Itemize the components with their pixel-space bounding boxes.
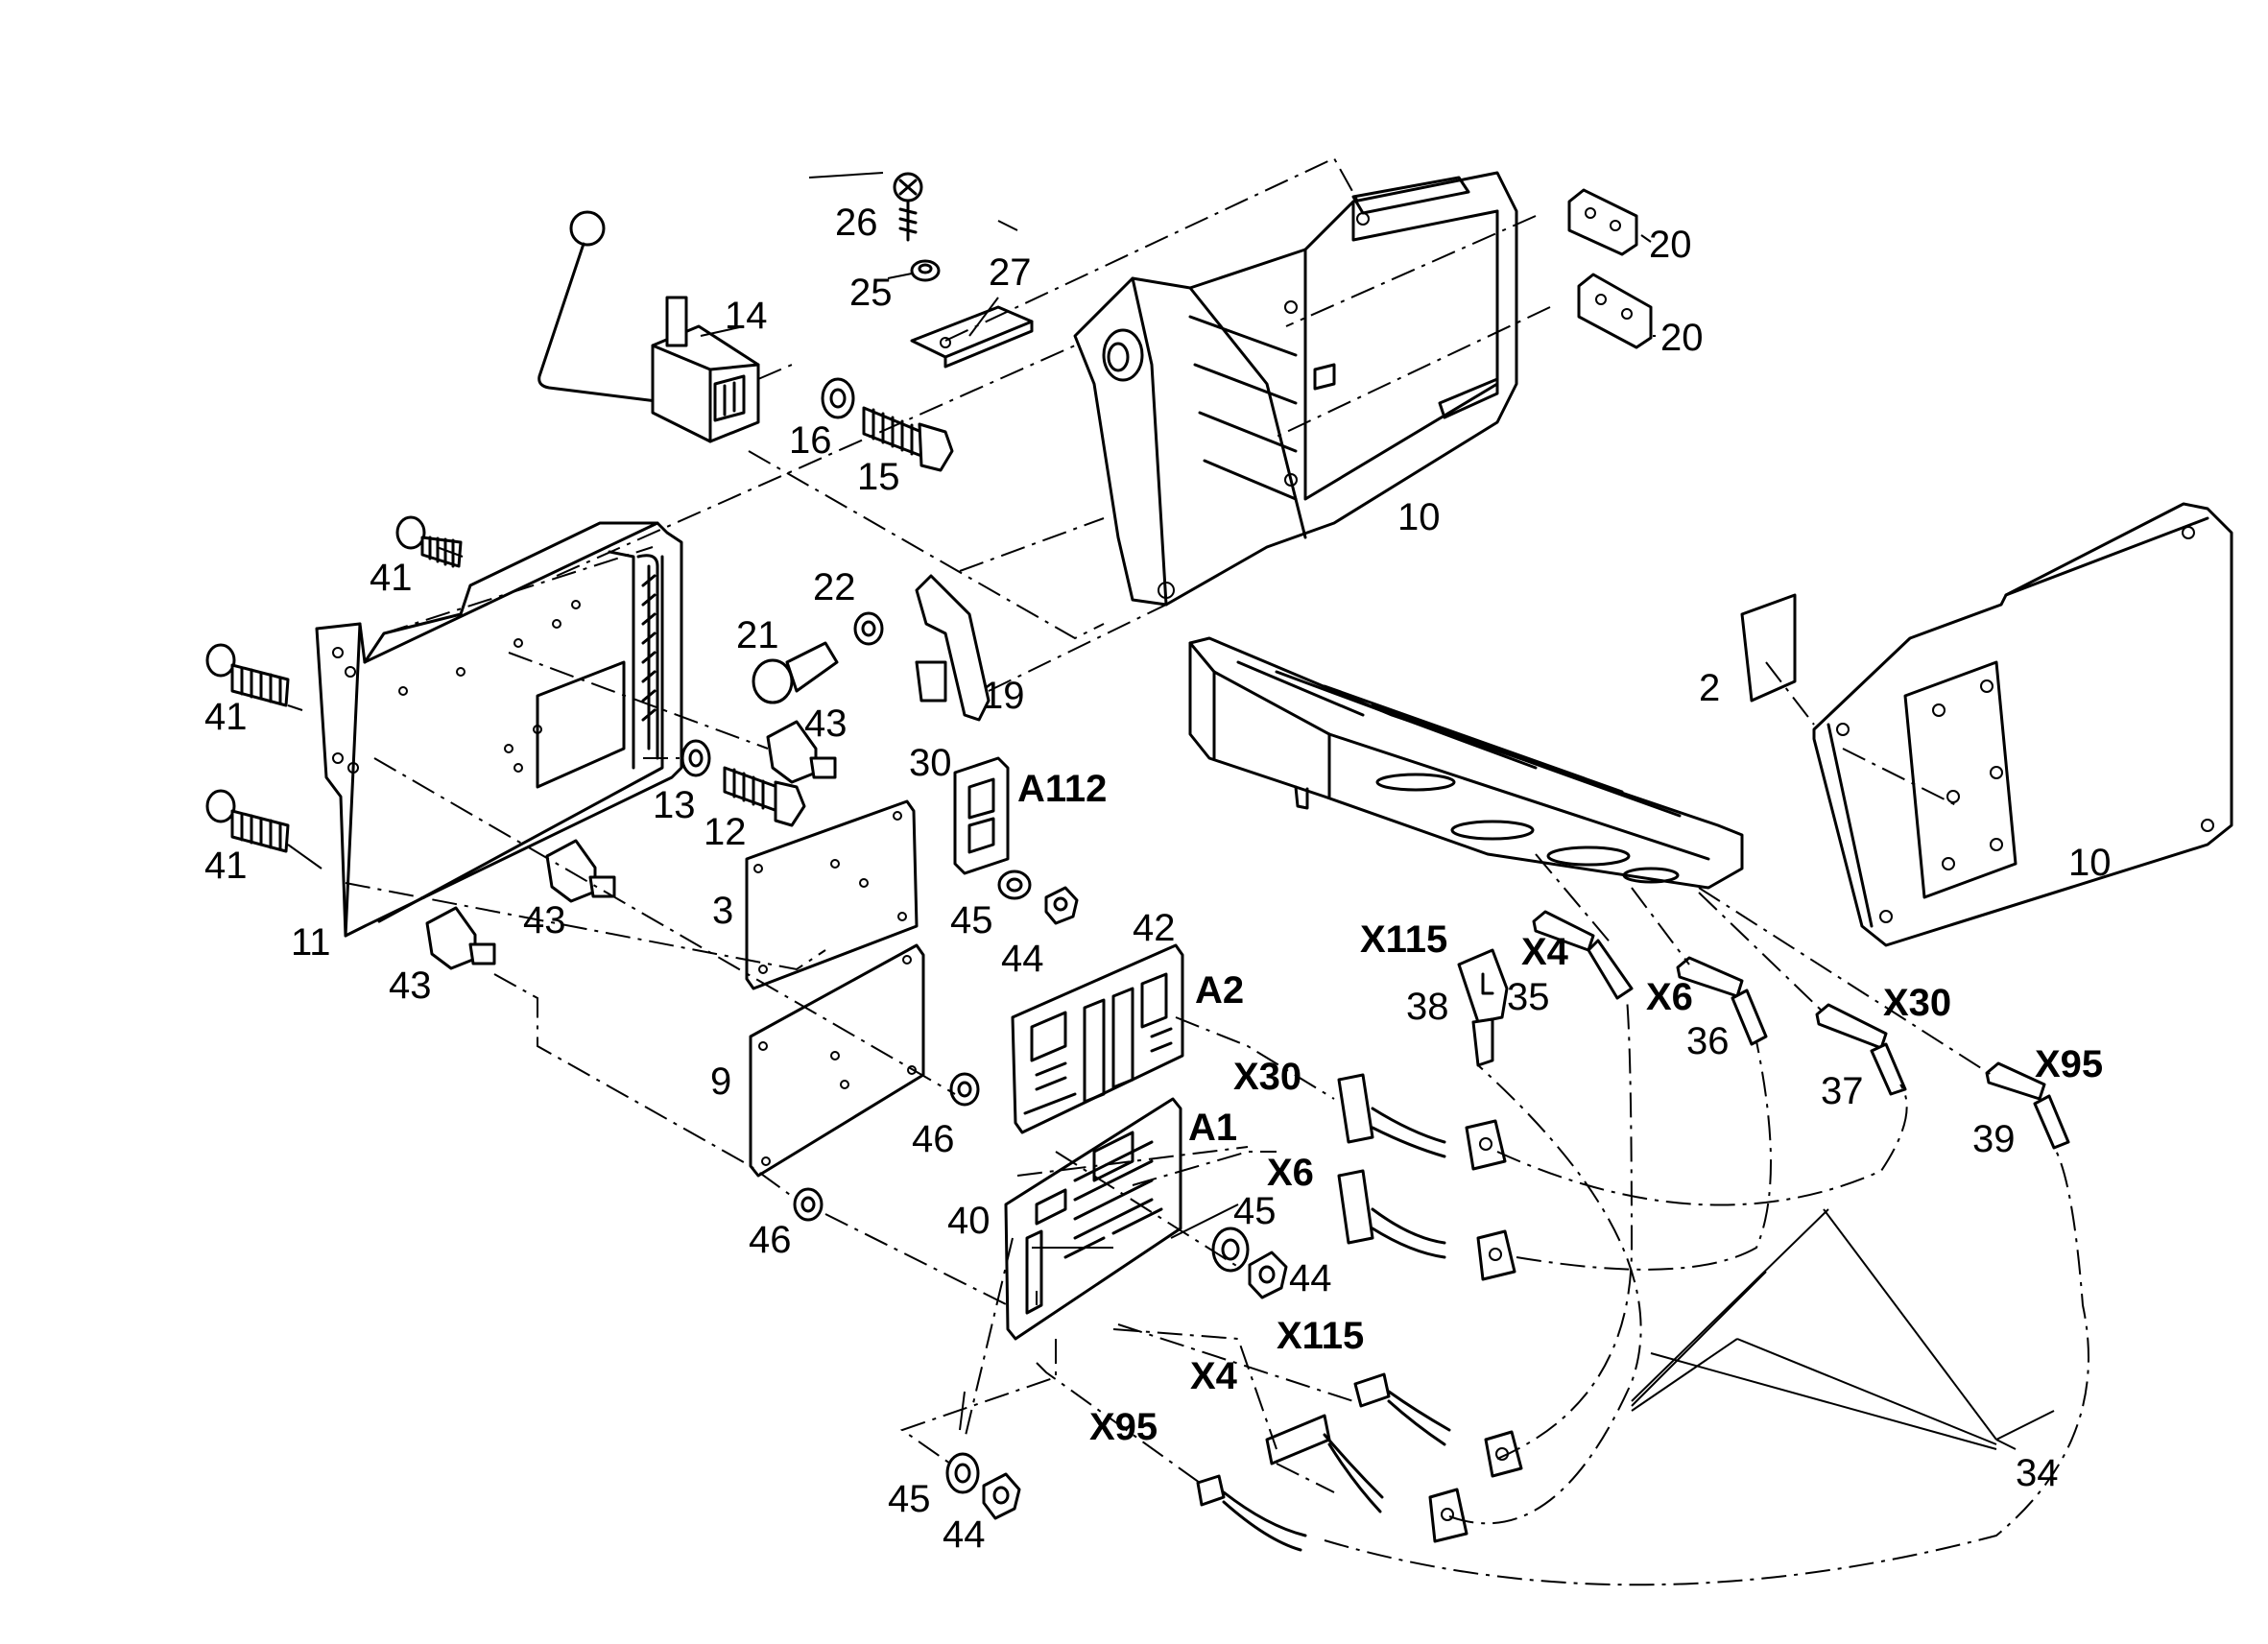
- callout-3: 3: [712, 890, 733, 932]
- connector-x115-38: [1457, 948, 1509, 1067]
- assembly-lines: [345, 156, 2089, 1586]
- plug-x95-cable: [1196, 1474, 1307, 1552]
- board-a2-42: [1011, 943, 1184, 1134]
- callout-a112: A112: [1017, 768, 1107, 810]
- callout-labels: 26 25 27 14 16 15 20 20 10 41 22 21 19 4…: [204, 202, 2112, 1556]
- callout-44-bottom: 44: [943, 1513, 986, 1556]
- callout-39: 39: [1972, 1118, 2016, 1160]
- washer-bolt-13-12: [680, 739, 806, 827]
- callout-43-bottom: 43: [389, 965, 432, 1007]
- callout-19: 19: [982, 675, 1025, 717]
- callout-34: 34: [2016, 1452, 2059, 1494]
- callout-41-bottom: 41: [204, 845, 248, 887]
- callout-x4-top: X4: [1521, 931, 1569, 973]
- callout-x115-top: X115: [1360, 918, 1447, 961]
- callout-44-top: 44: [1001, 938, 1044, 980]
- plug-x4-cable: [1265, 1414, 1468, 1543]
- callout-x30-right: X30: [1883, 982, 1951, 1024]
- callout-9: 9: [710, 1060, 731, 1103]
- callout-27: 27: [989, 251, 1032, 294]
- callout-43-top: 43: [804, 703, 848, 745]
- plug-x30-cable: [1337, 1073, 1507, 1171]
- callout-10-panel: 10: [2068, 842, 2112, 884]
- connector-x95-39: [1985, 1061, 2070, 1150]
- callout-36: 36: [1686, 1020, 1730, 1062]
- callout-42: 42: [1133, 907, 1176, 949]
- callout-11: 11: [291, 921, 331, 964]
- callout-x95-right: X95: [2035, 1043, 2103, 1085]
- callout-x30-center: X30: [1233, 1056, 1301, 1098]
- callout-45-top: 45: [950, 899, 993, 941]
- callout-a1: A1: [1188, 1107, 1237, 1149]
- callout-41-top: 41: [370, 557, 413, 599]
- standoffs-43: [425, 720, 837, 970]
- cover-plate-3: [745, 799, 919, 990]
- screw-washer-bracket-21-22-19: [752, 574, 991, 722]
- callout-25: 25: [849, 272, 893, 314]
- callout-x115-center: X115: [1277, 1315, 1364, 1357]
- callout-a2: A2: [1195, 969, 1244, 1012]
- callout-35: 35: [1507, 976, 1550, 1018]
- callout-12: 12: [704, 811, 747, 853]
- callout-44-middle: 44: [1289, 1257, 1332, 1299]
- electronics-unit: [1188, 636, 1744, 890]
- callout-45-middle: 45: [1233, 1190, 1277, 1232]
- connector-x30-37: [1815, 1003, 1907, 1096]
- plug-x115-cable: [1353, 1372, 1523, 1478]
- callout-x6-top: X6: [1646, 976, 1693, 1018]
- callout-2: 2: [1699, 667, 1720, 709]
- callout-14: 14: [725, 295, 768, 337]
- callout-21: 21: [736, 614, 779, 656]
- leader-lines: [287, 172, 2055, 1450]
- callout-46-bottom: 46: [749, 1219, 792, 1261]
- callout-22: 22: [813, 566, 856, 608]
- callout-20-top: 20: [1649, 224, 1692, 266]
- callout-26: 26: [835, 202, 878, 244]
- callout-x95-center: X95: [1089, 1406, 1158, 1448]
- callout-10-housing: 10: [1397, 496, 1441, 538]
- side-panel-10-label-2: [1740, 502, 2233, 947]
- lever-switch-14: [537, 210, 760, 443]
- callout-20-bottom: 20: [1660, 317, 1704, 359]
- connector-x6-36: [1676, 956, 1768, 1046]
- callout-x4-center: X4: [1190, 1355, 1238, 1397]
- callout-40: 40: [947, 1200, 991, 1242]
- plates-20: [1567, 188, 1653, 349]
- upper-housing-10: [1073, 171, 1518, 607]
- callout-30: 30: [909, 742, 952, 784]
- callout-37: 37: [1821, 1070, 1864, 1112]
- washer-nut-45-44-middle: [1211, 1227, 1288, 1299]
- board-a1-40: [1004, 1097, 1182, 1341]
- washer-nut-45-44-bottom: [945, 1452, 1021, 1520]
- callout-15: 15: [857, 456, 900, 498]
- callout-16: 16: [789, 419, 832, 462]
- callout-43-middle: 43: [523, 899, 566, 941]
- callout-41-middle: 41: [204, 696, 248, 738]
- callout-13: 13: [653, 784, 696, 826]
- screws-41: [205, 515, 463, 853]
- callout-38: 38: [1406, 986, 1449, 1028]
- callout-45-bottom: 45: [888, 1478, 931, 1520]
- callout-x6-center: X6: [1267, 1152, 1314, 1194]
- callout-46-top: 46: [912, 1118, 955, 1160]
- bolt-washer-15-16: [821, 377, 954, 472]
- washers-46: [793, 1072, 980, 1222]
- board-a112-30: [953, 756, 1010, 875]
- connector-x4-35: [1532, 910, 1634, 1000]
- plug-x6-cable: [1337, 1169, 1516, 1281]
- washer-nut-45-44-top: [997, 870, 1079, 925]
